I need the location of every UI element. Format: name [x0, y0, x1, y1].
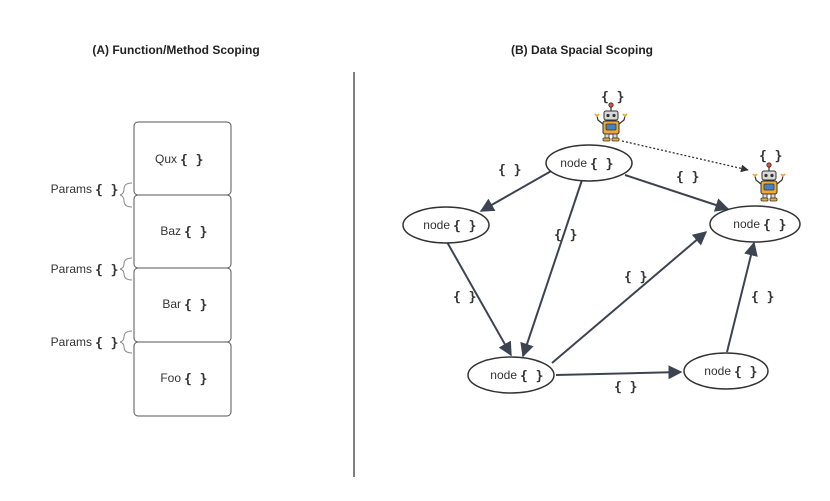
- graph-edges: [446, 169, 758, 380]
- stack-frame-box: [133, 341, 232, 417]
- edge-label: { }: [624, 270, 647, 285]
- agent-scope-braces: { }: [601, 90, 624, 105]
- params-text: Params: [51, 335, 92, 349]
- edge-label: { }: [498, 163, 521, 178]
- scope-braces: { }: [520, 369, 543, 384]
- edge-left-bottom: [446, 241, 512, 357]
- params-text: Params: [51, 262, 92, 276]
- node-label: node: [560, 156, 587, 170]
- edge-label: { }: [751, 290, 774, 305]
- frame-name: Baz: [160, 224, 181, 238]
- params-label: Params { }: [51, 330, 133, 354]
- edge-label: { }: [554, 228, 577, 243]
- node-bottom-right: node { }: [683, 352, 769, 390]
- stack-frame-box: [133, 194, 232, 269]
- agent-scope-braces: { }: [759, 149, 782, 164]
- node-right: node { }: [709, 205, 801, 243]
- edge-labels: { } { } { } { } { } { } { }: [453, 163, 774, 395]
- node-ellipse: [402, 206, 490, 244]
- edge-label: { }: [453, 290, 476, 305]
- node-bottom: node { }: [467, 356, 555, 394]
- scope-braces: { }: [734, 365, 757, 380]
- node-top: node { }: [545, 144, 633, 182]
- scope-braces: { }: [95, 183, 118, 198]
- node-label: node: [423, 218, 450, 232]
- scope-braces: { }: [184, 372, 207, 387]
- scope-braces: { }: [180, 153, 203, 168]
- param-bracket: [119, 330, 133, 354]
- edge-bottom-right: [551, 231, 708, 364]
- stack-frame-qux: Qux { }: [133, 121, 232, 196]
- node-label: node: [704, 364, 731, 378]
- agent-traversal-arrow: [621, 140, 749, 173]
- node-left: node { }: [402, 206, 490, 244]
- stack-frame-box: [133, 267, 232, 343]
- node-ellipse: [709, 205, 801, 243]
- params-labels: Params { } Params { } Params { }: [51, 182, 133, 354]
- graph-nodes: node { } node { } node { } node { } node…: [402, 144, 801, 394]
- scope-braces: { }: [763, 218, 786, 233]
- scope-braces: { }: [590, 157, 613, 172]
- node-ellipse: [467, 356, 555, 394]
- edge-bottom-br: [555, 365, 683, 380]
- node-label: node: [490, 368, 517, 382]
- stack-frame-bar: Bar { }: [133, 267, 232, 343]
- edge-label: { }: [676, 170, 699, 185]
- frame-name: Qux: [155, 152, 177, 166]
- edge-top-left: [479, 169, 554, 212]
- agent-2: { }: [752, 149, 786, 202]
- agent-1: { }: [594, 90, 628, 142]
- params-label: Params { }: [51, 182, 133, 208]
- params-label: Params { }: [51, 257, 133, 281]
- edge-label: { }: [614, 380, 637, 395]
- node-ellipse: [545, 144, 633, 182]
- param-bracket: [119, 257, 133, 281]
- scope-braces: { }: [184, 225, 207, 240]
- scope-braces: { }: [184, 298, 207, 313]
- stack-frame-baz: Baz { }: [133, 194, 232, 269]
- edge-top-bottom: [520, 179, 583, 358]
- robot-icon: [752, 161, 786, 202]
- frame-name: Foo: [160, 371, 181, 385]
- edge-br-right: [726, 241, 758, 353]
- stack-frame-foo: Foo { }: [133, 341, 232, 417]
- node-ellipse: [683, 352, 769, 390]
- node-label: node: [733, 217, 760, 231]
- right-panel-title: (B) Data Spacial Scoping: [511, 43, 653, 57]
- call-stack: Qux { } Baz { } Bar { } Foo { }: [133, 121, 232, 417]
- params-text: Params: [51, 182, 92, 196]
- param-bracket: [119, 182, 133, 208]
- frame-name: Bar: [162, 297, 181, 311]
- left-panel-title: (A) Function/Method Scoping: [92, 43, 259, 57]
- scope-braces: { }: [453, 219, 476, 234]
- robot-icon: [594, 101, 628, 142]
- scope-braces: { }: [95, 263, 118, 278]
- scope-braces: { }: [95, 336, 118, 351]
- edge-top-right: [624, 174, 730, 212]
